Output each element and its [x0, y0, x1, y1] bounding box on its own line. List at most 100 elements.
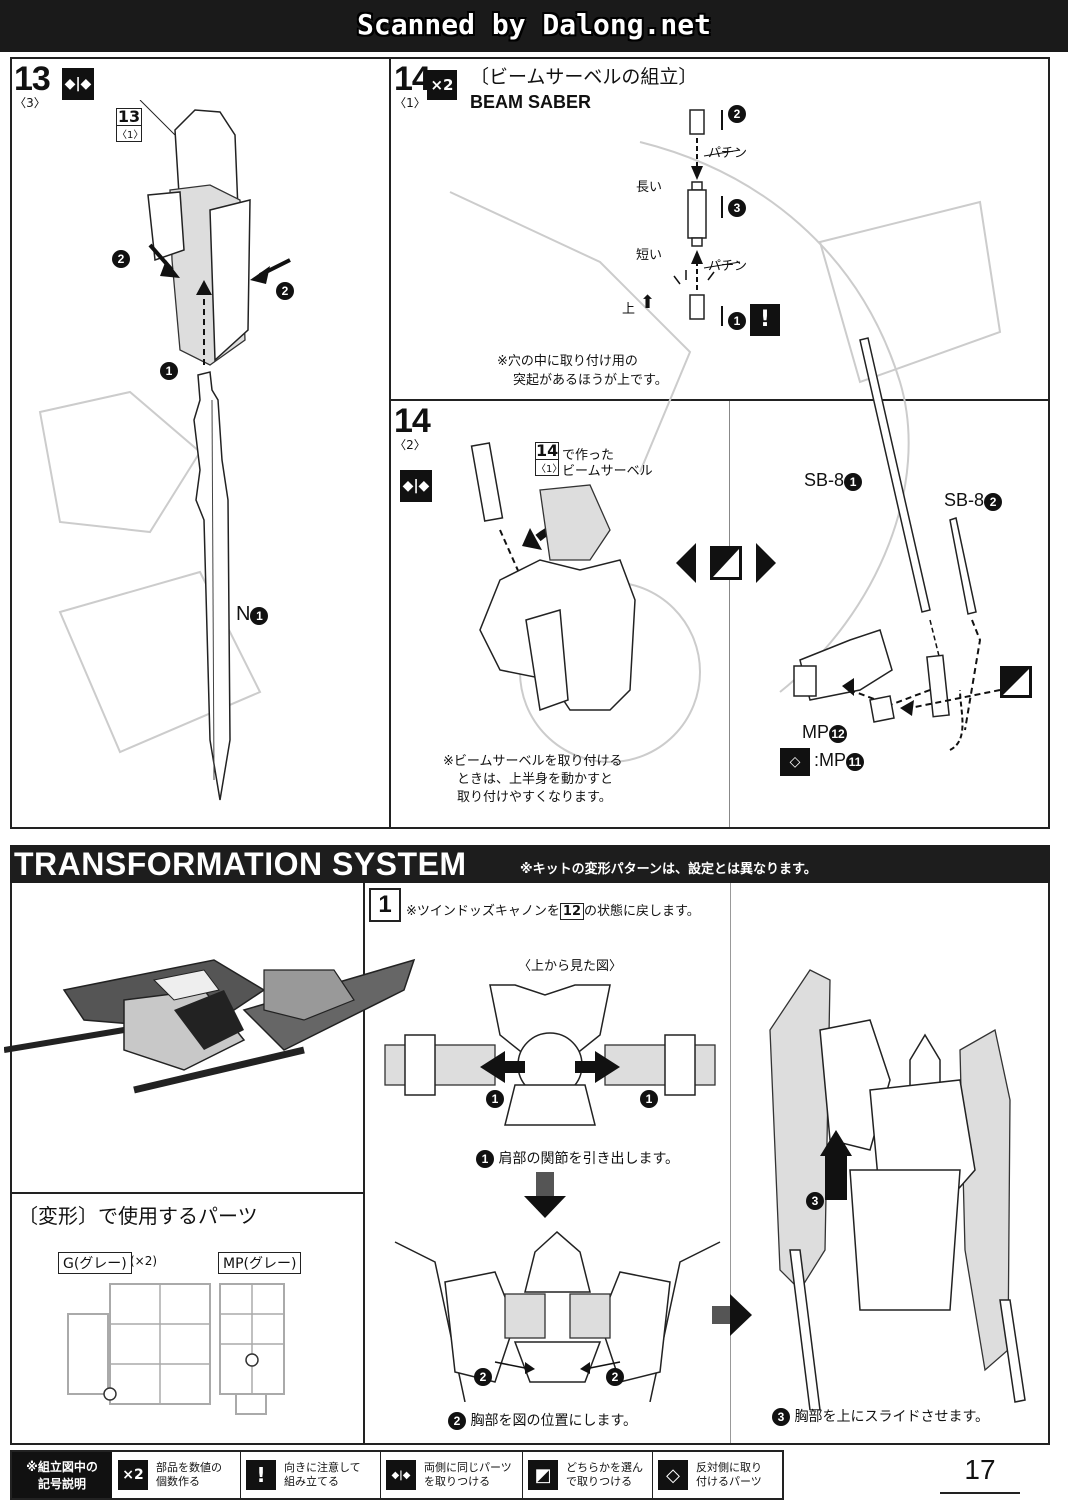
step-13-header: 13 〈3〉 [14, 60, 51, 111]
scan-watermark: Scanned by Dalong.net [356, 8, 711, 41]
panel-bottom-border [10, 827, 1050, 829]
part-2-label: 2 [728, 103, 746, 123]
legend-title: ※組立図中の 記号説明 [12, 1452, 112, 1498]
sb8-number: 2 [984, 493, 1003, 511]
label-short: 短い [636, 248, 663, 263]
panel-left-border [10, 57, 12, 829]
legend-text: 付けるパーツ [696, 1475, 762, 1488]
ref-text-1: で作った [562, 448, 615, 463]
step2-label-left: 2 [474, 1366, 492, 1386]
step-14-1-header: 14 〈1〉 [394, 62, 431, 111]
multiplier-icon: ×2 [427, 70, 457, 100]
slide-chest-diagram [769, 969, 1026, 1410]
step-13-sword-diagram [139, 100, 291, 801]
step1-arrow-label-left: 1 [486, 1088, 504, 1108]
instruction-1-text: 肩部の関節を引き出します。 [498, 1151, 680, 1167]
instruction-1: 1 肩部の関節を引き出します。 [476, 1148, 679, 1168]
instruction-1-number: 1 [476, 1150, 494, 1168]
transformation-note: ※キットの変形パターンは、設定とは異なります。 [520, 862, 817, 877]
background-bleed-art [38, 141, 1002, 763]
multiplier-icon: ×2 [118, 1460, 148, 1490]
legend-text: を取りつける [424, 1475, 491, 1488]
hand-saber-diagram [793, 337, 1001, 751]
legend-text: 組み立てる [284, 1475, 339, 1488]
snap-label-1: パチン [708, 146, 748, 161]
step-14-2-header: 14 〈2〉 [394, 404, 431, 453]
caution-icon: ! [246, 1460, 276, 1490]
step-note-ref: 12 [559, 903, 584, 920]
mount-note-line-2: ときは、上半身を動かすと [457, 772, 614, 787]
lower-right-border [1048, 883, 1050, 1445]
sb8-text: SB-8 [944, 490, 985, 510]
chest-position-diagram [394, 1230, 721, 1402]
label-up: 上 [622, 302, 636, 317]
mount-note-line-3: 取り付けやすくなります。 [457, 790, 612, 805]
opposite-side-icon: ◇ [780, 748, 810, 776]
part-number: 1 [250, 607, 269, 625]
up-arrow-icon: ⬆ [640, 292, 656, 313]
panel-right-border [1048, 57, 1050, 829]
down-arrow-icon [524, 1172, 566, 1218]
ref-step-number: 13 [117, 107, 141, 126]
instruction-2-number: 2 [448, 1412, 466, 1430]
ref-step-sub: 〈1〉 [536, 459, 562, 475]
snap-label-2: パチン [708, 259, 748, 274]
legend-text: どちらかを選ん [566, 1461, 643, 1474]
legend-text: 個数作る [156, 1475, 200, 1488]
note-line-2: 突起があるほうが上です。 [513, 373, 668, 388]
step2-label-right: 2 [606, 1366, 624, 1386]
lower-bottom-border [10, 1443, 1050, 1445]
legend-item-both-sides: ◆|◆ 両側に同じパーツを取りつける [380, 1452, 523, 1498]
right-arrow-icon [712, 1294, 752, 1336]
runner-g-count: (×2) [130, 1254, 158, 1268]
panel-divider-horizontal [389, 399, 1050, 401]
legend-title-line1: ※組立図中の [26, 1460, 98, 1474]
runner-diagrams [67, 1283, 285, 1415]
transform-step-number: 1 [369, 888, 401, 922]
instruction-2: 2 胸部を図の位置にします。 [448, 1410, 637, 1430]
instruction-3-text: 胸部を上にスライドさせます。 [794, 1409, 990, 1425]
beam-saber-assembly-diagram [673, 109, 741, 326]
step1-arrow-label-right: 1 [640, 1088, 658, 1108]
legend-text: 両側に同じパーツ [424, 1461, 512, 1474]
mobile-armor-figure [4, 958, 416, 1094]
part-3-label: 3 [728, 197, 746, 217]
legend-text: 部品を数値の [156, 1461, 222, 1474]
instruction-2-text: 胸部を図の位置にします。 [470, 1413, 638, 1429]
legend-item-caution: ! 向きに注意して組み立てる [240, 1452, 381, 1498]
arrow-1-label: 1 [160, 360, 178, 380]
runner-mp-label: MP(グレー) [218, 1252, 302, 1274]
lower-divider-vertical [363, 883, 365, 1445]
both-sides-icon: ◆|◆ [386, 1460, 416, 1490]
ref-step-number: 14 [536, 441, 559, 460]
step-number: 13 [14, 60, 51, 98]
legend-item-opposite-side: ◇ 反対側に取り付けるパーツ [652, 1452, 780, 1498]
transformation-banner [10, 845, 1050, 883]
lower-left-border [10, 883, 12, 1445]
part-1-label: 1 [728, 310, 746, 330]
both-sides-icon: ◆|◆ [400, 470, 432, 502]
arrow-2-label-left: 2 [112, 248, 130, 268]
reference-step-13-1: 13 〈1〉 [116, 107, 143, 142]
mp-number: 12 [829, 725, 847, 743]
step-note-suffix: の状態に戻します。 [584, 904, 700, 919]
lower-divider-thin [730, 883, 731, 1443]
instruction-3: 3 胸部を上にスライドさせます。 [772, 1406, 989, 1426]
transformation-title: TRANSFORMATION SYSTEM [14, 846, 467, 882]
choose-one-icon: ◩ [528, 1460, 558, 1490]
mp-alt-text: :MP [814, 750, 847, 770]
instruction-3-number: 3 [772, 1408, 790, 1426]
opposite-side-icon: ◇ [658, 1460, 688, 1490]
legend-text: 向きに注意して [284, 1461, 361, 1474]
label-long: 長い [636, 180, 663, 195]
sb8-number: 1 [844, 473, 863, 491]
legend-text: 反対側に取り [696, 1461, 762, 1474]
mp-text: MP [802, 722, 829, 742]
caution-icon: ! [750, 304, 780, 336]
panel-top-border [10, 57, 1050, 59]
legend-item-multiplier: ×2 部品を数値の個数作る [112, 1452, 241, 1498]
